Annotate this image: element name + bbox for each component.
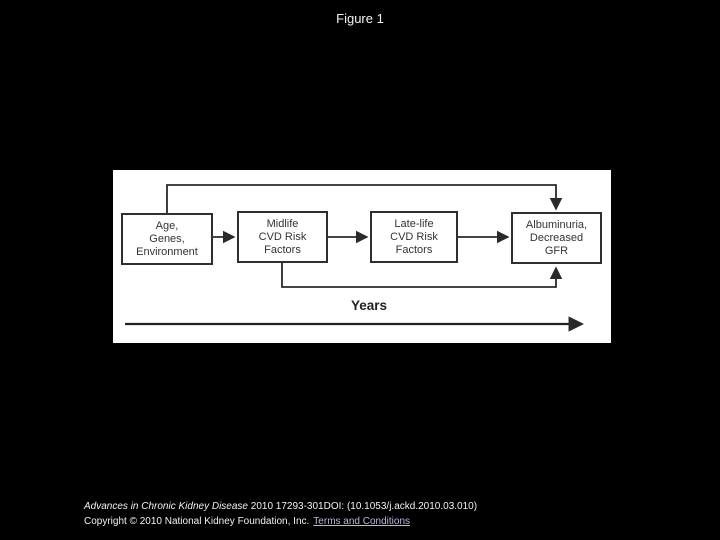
edge-bottom-feedback	[281, 263, 563, 288]
node-text-line: CVD Risk	[390, 230, 438, 243]
node-age-genes-environment: Age, Genes, Environment	[121, 213, 213, 265]
node-text-line: CVD Risk	[258, 230, 307, 243]
node-text-line: Factors	[264, 243, 301, 256]
node-midlife-cvd-risk-factors: Midlife CVD Risk Factors	[237, 211, 328, 263]
node-latelife-cvd-risk-factors: Late-life CVD Risk Factors	[370, 211, 458, 263]
citation-block: Advances in Chronic Kidney Disease 2010 …	[84, 500, 644, 529]
citation-copyright-line: Copyright © 2010 National Kidney Foundat…	[84, 515, 644, 530]
node-text-line: Decreased	[529, 231, 584, 244]
node-text-line: Factors	[395, 243, 433, 256]
node-text-line: Albuminuria,	[525, 218, 588, 231]
figure-title: Figure 1	[336, 11, 384, 26]
node-text-line: Late-life	[394, 217, 434, 230]
node-text-line: Midlife	[266, 217, 299, 230]
edge-top-feedback	[166, 184, 563, 213]
node-albuminuria-decreased-gfr: Albuminuria, Decreased GFR	[511, 212, 602, 264]
node-text-line: Environment	[136, 245, 198, 258]
figure-image-panel: Age, Genes, Environment Midlife CVD Risk…	[113, 170, 611, 343]
node-text-line: GFR	[544, 244, 569, 257]
timeline-years-label: Years	[350, 298, 388, 313]
journal-name: Advances in Chronic Kidney Disease	[84, 501, 248, 512]
node-text-line: Age,	[155, 219, 179, 232]
citation-reference: 2010 17293-301DOI: (10.1053/j.ackd.2010.…	[247, 501, 478, 512]
node-text-line: Genes,	[149, 232, 185, 245]
copyright-text: Copyright © 2010 National Kidney Foundat…	[84, 515, 310, 527]
citation-reference-line: Advances in Chronic Kidney Disease 2010 …	[84, 500, 644, 515]
terms-and-conditions-link[interactable]: Terms and Conditions	[313, 515, 411, 527]
flowchart-connectors	[125, 184, 584, 332]
